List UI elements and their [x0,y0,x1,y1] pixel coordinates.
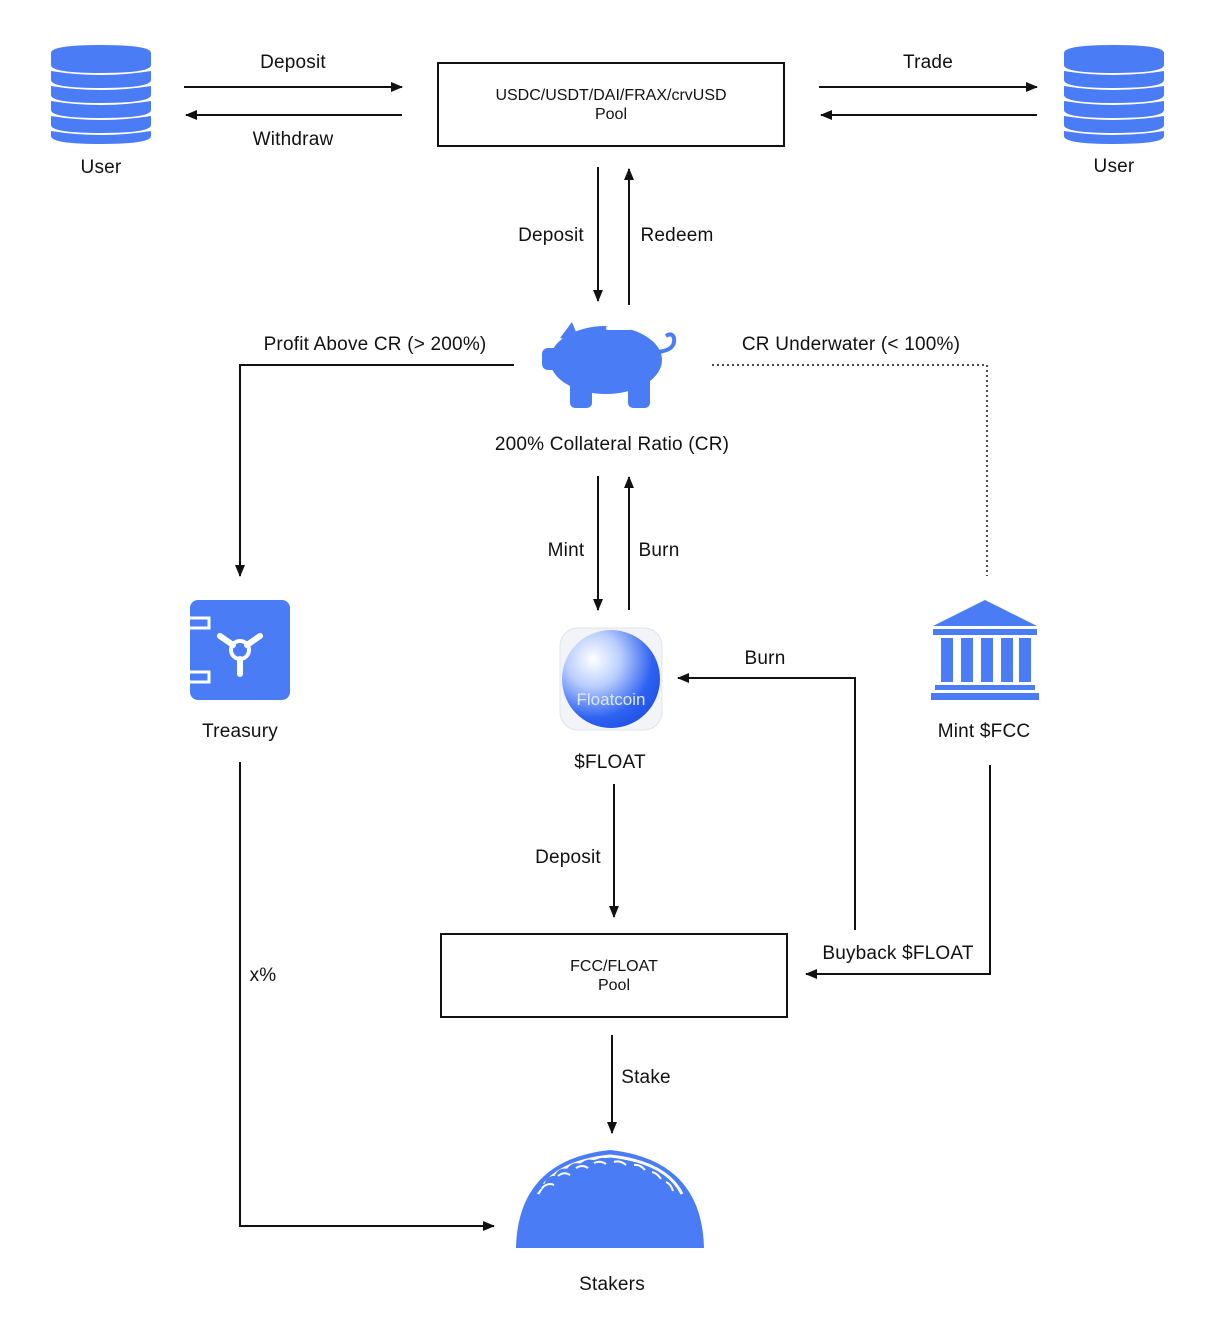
user-right-label: User [1093,156,1135,177]
fcc-float-pool-box: FCC/FLOAT Pool [440,933,788,1018]
stablecoin-pool-name: USDC/USDT/DAI/FRAX/crvUSD [495,86,727,104]
arrow-buyback [805,765,991,979]
stablecoin-pool-label: Pool [594,105,628,123]
taco-icon [514,1148,706,1250]
arrow-profit [235,364,514,577]
edge-label-x-pct: x% [249,965,277,986]
database-icon [50,44,152,146]
edge-label-profit: Profit Above CR (> 200%) [263,334,487,355]
arrow-x-pct [239,762,495,1231]
user-left-label: User [80,157,122,178]
edge-label-deposit-mid: Deposit [518,225,584,246]
fcc-float-pool-name: FCC/FLOAT [570,957,658,975]
edge-label-deposit-top: Deposit [260,52,326,73]
edge-label-underwater: CR Underwater (< 100%) [741,334,961,355]
collateral-ratio-label: 200% Collateral Ratio (CR) [494,434,730,455]
edge-label-withdraw: Withdraw [252,129,334,150]
arrow-burn-right [677,673,856,930]
bank-building-icon [931,600,1039,702]
edge-label-mint: Mint [547,540,585,561]
vault-icon [190,600,290,700]
piggy-bank-icon [540,320,682,410]
floatcoin-logo-text: Floatcoin [577,690,646,709]
treasury-label: Treasury [202,721,278,742]
edge-label-stake: Stake [621,1067,671,1088]
stablecoin-pool-box: USDC/USDT/DAI/FRAX/crvUSD Pool [437,62,785,147]
edge-label-redeem: Redeem [640,225,714,246]
line-underwater [712,364,988,576]
edge-label-trade: Trade [903,52,953,73]
float-label: $FLOAT [574,752,646,773]
database-icon [1063,44,1165,146]
edge-label-deposit-low: Deposit [535,847,601,868]
floatcoin-logo-icon: Floatcoin [559,627,663,731]
edge-label-burn-mid: Burn [638,540,680,561]
edge-label-burn-right: Burn [744,648,786,669]
mint-fcc-label: Mint $FCC [937,721,1031,742]
fcc-float-pool-label: Pool [597,976,631,994]
stakers-label: Stakers [579,1274,645,1295]
edge-label-buyback: Buyback $FLOAT [822,943,974,964]
